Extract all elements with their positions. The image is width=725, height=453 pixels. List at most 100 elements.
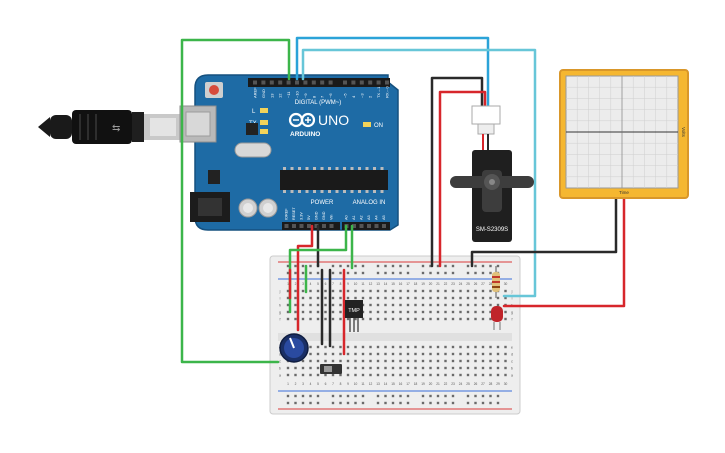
breadboard-hole[interactable] (316, 310, 320, 314)
digital-pin-hole[interactable] (359, 80, 364, 85)
breadboard-hole[interactable] (369, 317, 372, 321)
breadboard-hole[interactable] (406, 352, 410, 356)
digital-pin-hole[interactable] (311, 80, 316, 85)
wire-red-5v[interactable] (296, 224, 314, 332)
breadboard-hole[interactable] (436, 296, 440, 300)
breadboard-hole[interactable] (489, 303, 492, 307)
digital-pin-hole[interactable] (303, 80, 308, 85)
breadboard-hole[interactable] (346, 296, 350, 300)
breadboard-hole[interactable] (444, 303, 447, 307)
breadboard-hole[interactable] (466, 289, 470, 293)
breadboard-hole[interactable] (384, 345, 387, 349)
breadboard-hole[interactable] (406, 373, 410, 377)
breadboard-hole[interactable] (316, 303, 320, 307)
breadboard-hole[interactable] (331, 289, 335, 293)
digital-pin-hole[interactable] (351, 80, 356, 85)
analog-pin-hole[interactable] (359, 224, 364, 228)
breadboard-hole[interactable] (399, 345, 402, 349)
breadboard-hole[interactable] (354, 359, 357, 363)
digital-pin-hole[interactable] (278, 80, 283, 85)
breadboard-hole[interactable] (451, 352, 455, 356)
breadboard-hole[interactable] (406, 366, 410, 370)
breadboard-hole[interactable] (376, 352, 380, 356)
breadboard-hole[interactable] (474, 373, 477, 377)
breadboard-hole[interactable] (369, 289, 372, 293)
breadboard-hole[interactable] (474, 359, 477, 363)
breadboard-hole[interactable] (316, 289, 320, 293)
breadboard-hole[interactable] (429, 289, 432, 293)
breadboard-hole[interactable] (444, 289, 447, 293)
breadboard-hole[interactable] (481, 352, 485, 356)
breadboard-hole[interactable] (301, 373, 305, 377)
breadboard-hole[interactable] (391, 366, 395, 370)
breadboard-hole[interactable] (451, 289, 455, 293)
breadboard-hole[interactable] (399, 366, 402, 370)
breadboard-hole[interactable] (496, 296, 500, 300)
breadboard-hole[interactable] (474, 303, 477, 307)
breadboard-hole[interactable] (421, 373, 425, 377)
breadboard-hole[interactable] (346, 373, 350, 377)
breadboard-hole[interactable] (309, 317, 312, 321)
digital-pin-hole[interactable] (269, 80, 274, 85)
breadboard-hole[interactable] (496, 345, 500, 349)
breadboard-hole[interactable] (369, 359, 372, 363)
breadboard-hole[interactable] (466, 359, 470, 363)
breadboard-hole[interactable] (429, 303, 432, 307)
breadboard-hole[interactable] (286, 366, 290, 370)
breadboard-hole[interactable] (504, 310, 507, 314)
breadboard-hole[interactable] (369, 303, 372, 307)
breadboard-hole[interactable] (391, 296, 395, 300)
digital-pin-hole[interactable] (385, 80, 389, 85)
breadboard-hole[interactable] (406, 289, 410, 293)
breadboard-hole[interactable] (474, 366, 477, 370)
breadboard-hole[interactable] (286, 303, 290, 307)
breadboard-hole[interactable] (301, 296, 305, 300)
breadboard-hole[interactable] (444, 296, 447, 300)
power-pin-hole[interactable] (284, 224, 289, 228)
breadboard-hole[interactable] (346, 345, 350, 349)
breadboard-hole[interactable] (496, 373, 500, 377)
breadboard-hole[interactable] (361, 317, 365, 321)
breadboard-hole[interactable] (331, 317, 335, 321)
breadboard-hole[interactable] (384, 359, 387, 363)
usb-cable[interactable]: ⇆ (38, 110, 180, 144)
breadboard-hole[interactable] (414, 345, 417, 349)
breadboard-hole[interactable] (316, 345, 320, 349)
breadboard-hole[interactable] (384, 317, 387, 321)
breadboard-hole[interactable] (406, 345, 410, 349)
breadboard-hole[interactable] (451, 373, 455, 377)
breadboard-hole[interactable] (504, 345, 507, 349)
breadboard-hole[interactable] (451, 366, 455, 370)
breadboard-hole[interactable] (414, 366, 417, 370)
breadboard-hole[interactable] (391, 359, 395, 363)
breadboard-hole[interactable] (474, 345, 477, 349)
breadboard-hole[interactable] (369, 296, 372, 300)
breadboard-hole[interactable] (361, 345, 365, 349)
breadboard-hole[interactable] (406, 296, 410, 300)
breadboard-hole[interactable] (436, 345, 440, 349)
breadboard-hole[interactable] (309, 289, 312, 293)
breadboard-hole[interactable] (376, 296, 380, 300)
digital-pin-hole[interactable] (286, 80, 291, 85)
breadboard-hole[interactable] (391, 317, 395, 321)
breadboard-hole[interactable] (466, 373, 470, 377)
breadboard-hole[interactable] (436, 289, 440, 293)
digital-pin-hole[interactable] (320, 80, 325, 85)
breadboard-hole[interactable] (354, 373, 357, 377)
analog-pin-hole[interactable] (352, 224, 356, 228)
breadboard-hole[interactable] (316, 366, 320, 370)
breadboard-hole[interactable] (414, 317, 417, 321)
breadboard-hole[interactable] (489, 289, 492, 293)
breadboard-hole[interactable] (481, 359, 485, 363)
breadboard-hole[interactable] (316, 359, 320, 363)
breadboard-hole[interactable] (414, 373, 417, 377)
breadboard-hole[interactable] (294, 373, 297, 377)
breadboard-hole[interactable] (294, 310, 297, 314)
breadboard-hole[interactable] (496, 303, 500, 307)
oscilloscope[interactable]: Time Volts (559, 69, 689, 199)
breadboard-hole[interactable] (481, 345, 485, 349)
breadboard-hole[interactable] (294, 289, 297, 293)
breadboard-hole[interactable] (489, 317, 492, 321)
digital-pin-hole[interactable] (261, 80, 266, 85)
breadboard-hole[interactable] (444, 366, 447, 370)
